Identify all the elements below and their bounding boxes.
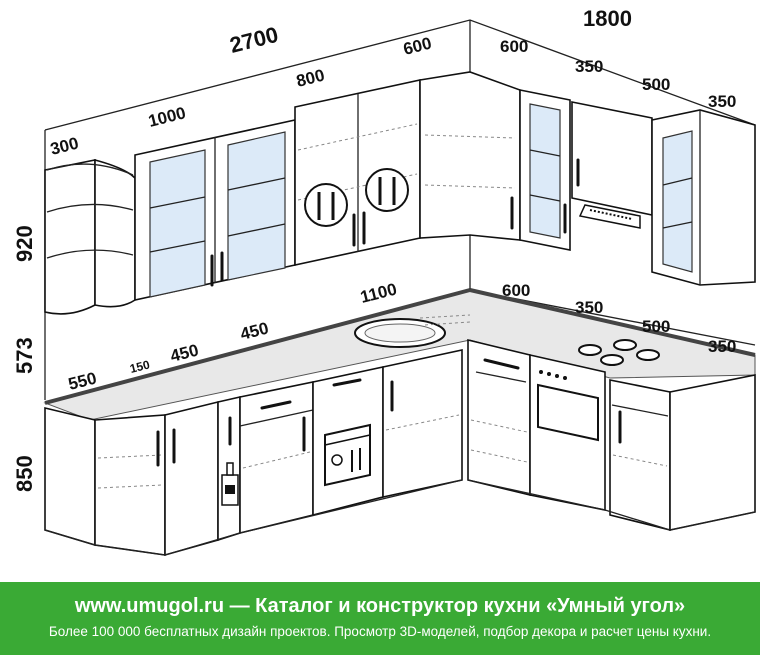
dim-upper-shelf: 300 (48, 134, 80, 159)
upper-hood-cabinet (571, 101, 661, 267)
upper-end-glass-cabinet (651, 109, 756, 286)
bottle-icon (221, 462, 239, 506)
lower-right-end (669, 374, 756, 531)
dim-lower-dishwasher: 450 (238, 319, 270, 344)
lower-stove (529, 339, 660, 511)
dim-height-upper: 920 (12, 225, 37, 262)
dim-lower-corner: 600 (502, 281, 530, 300)
dim-upper-glass-cabinet: 1000 (146, 103, 187, 131)
dishwasher-icon (324, 423, 371, 487)
dim-upper-hood: 350 (575, 57, 603, 76)
footer-subtitle: Более 100 000 бесплатных дизайн проектов… (48, 624, 712, 639)
dim-upper-plate-cabinet: 800 (294, 66, 326, 91)
dim-lower-right-base: 500 (642, 317, 670, 336)
dim-upper-right-glass: 350 (708, 92, 736, 111)
lower-drawer-cabinet (239, 381, 314, 535)
kitchen-diagram: 2700 1800 300 1000 800 600 600 350 500 3… (12, 6, 756, 557)
upper-open-shelf (44, 158, 136, 315)
lower-corner-right (467, 338, 531, 497)
dim-lower-bottle: 150 (128, 357, 151, 376)
lower-dishwasher (312, 366, 384, 517)
hood-icon (578, 204, 641, 229)
dim-lower-right-end: 350 (708, 337, 736, 356)
plinth (44, 479, 756, 556)
dim-height-lower: 850 (12, 455, 37, 492)
sink-icon (354, 314, 471, 348)
oven-icon (537, 370, 599, 442)
upper-corner-cabinet (419, 71, 521, 241)
lower-end-cabinet (44, 406, 166, 556)
dim-upper-corner-right: 600 (500, 37, 528, 56)
dim-lower-stove: 350 (575, 298, 603, 317)
dim-lower-sink-run: 1100 (358, 280, 398, 307)
lower-bottle-cabinet (217, 395, 241, 542)
dim-height-gap: 573 (12, 337, 37, 374)
dim-upper-corner-left: 600 (401, 34, 433, 59)
upper-plate-cabinet (294, 79, 421, 266)
lower-corner-base (164, 400, 219, 557)
dim-upper-total-right: 1800 (583, 6, 632, 31)
upper-right-glass-cabinet (519, 89, 571, 251)
dim-upper-blank: 500 (642, 75, 670, 94)
upper-glass-cabinet (134, 119, 296, 301)
dim-upper-total-left: 2700 (227, 22, 281, 58)
cutlery-icon (304, 183, 348, 227)
footer-banner: www.umugol.ru — Каталог и конструктор ку… (0, 582, 760, 655)
hob-icon (578, 339, 660, 366)
footer-title-link[interactable]: www.umugol.ru — Каталог и конструктор ку… (74, 595, 686, 617)
cutlery-icon (365, 168, 409, 212)
lower-right-base (609, 379, 671, 532)
countertop (43, 288, 756, 421)
lower-sink-cabinet (382, 349, 463, 498)
